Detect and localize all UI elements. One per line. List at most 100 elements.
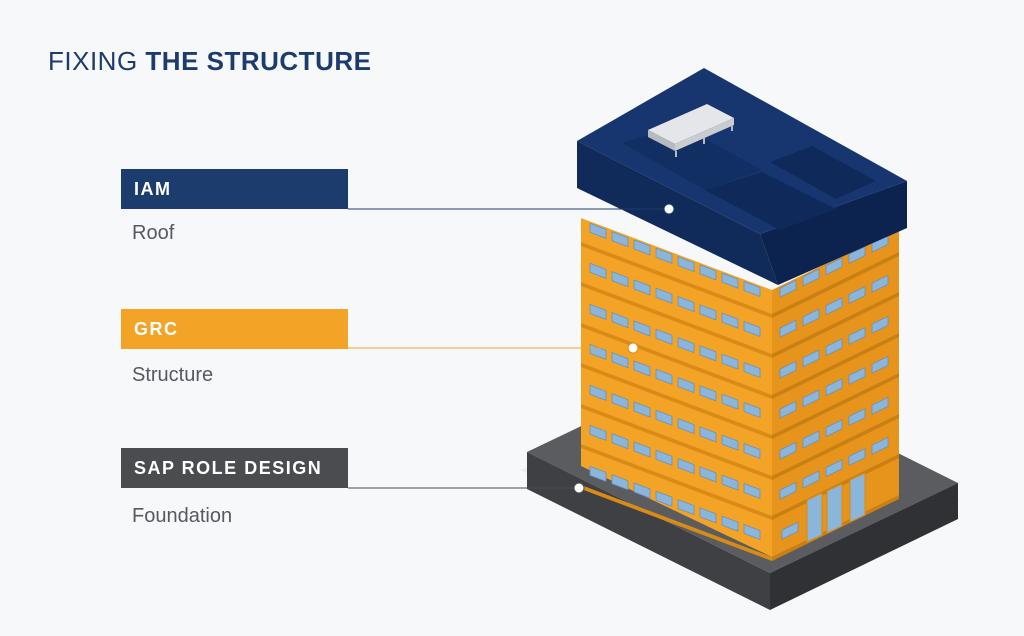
foundation-right-face xyxy=(770,483,958,610)
roof-left-face xyxy=(577,141,778,285)
window xyxy=(781,521,799,540)
floor-band xyxy=(581,323,772,399)
window xyxy=(779,279,797,298)
window xyxy=(779,400,797,419)
grc-marker-dot xyxy=(627,342,639,354)
floor-band xyxy=(581,242,772,318)
title-light: FIXING xyxy=(48,46,146,76)
window xyxy=(779,319,797,338)
window xyxy=(699,264,717,281)
window xyxy=(611,231,629,248)
roof-right-face xyxy=(760,181,907,285)
window xyxy=(721,393,739,410)
sap-role-design-sublabel: Foundation xyxy=(132,505,233,527)
floor-band xyxy=(581,404,772,480)
window xyxy=(611,393,629,410)
window xyxy=(743,442,761,460)
window xyxy=(677,417,695,435)
window xyxy=(743,482,761,500)
window xyxy=(871,315,889,334)
window xyxy=(677,498,695,516)
window xyxy=(721,272,739,289)
window xyxy=(699,507,717,524)
window xyxy=(848,447,866,467)
window xyxy=(802,470,820,489)
floor-band xyxy=(772,252,899,318)
window xyxy=(779,481,797,500)
window xyxy=(825,338,843,357)
window xyxy=(848,285,866,305)
window xyxy=(655,247,673,264)
iam-label-bar: IAM xyxy=(121,169,348,209)
roof-panel xyxy=(770,146,876,199)
window xyxy=(825,459,843,478)
window xyxy=(589,465,607,483)
window xyxy=(655,409,673,426)
window xyxy=(699,385,717,402)
window xyxy=(721,312,739,329)
window xyxy=(589,424,607,442)
window xyxy=(802,268,820,287)
entrance-doors xyxy=(806,472,866,543)
floor-band xyxy=(772,373,899,439)
title-bold: THE STRUCTURE xyxy=(145,46,372,76)
window xyxy=(802,430,820,449)
window xyxy=(677,336,695,354)
window xyxy=(871,355,889,374)
window xyxy=(848,245,866,265)
window xyxy=(848,366,866,386)
rooftop-unit xyxy=(648,104,734,157)
window xyxy=(655,368,673,385)
window xyxy=(871,396,889,415)
window xyxy=(633,360,651,377)
window xyxy=(611,352,629,369)
window xyxy=(743,320,761,338)
roof-panel xyxy=(705,172,836,230)
sap-marker-dot xyxy=(573,482,585,494)
window xyxy=(825,419,843,438)
grc-sublabel: Structure xyxy=(132,364,214,386)
window xyxy=(848,407,866,427)
window xyxy=(721,353,739,370)
floor-bands xyxy=(581,242,899,561)
iam-sublabel: Roof xyxy=(132,222,175,244)
window xyxy=(633,279,651,296)
window xyxy=(743,280,761,298)
window xyxy=(721,434,739,451)
window xyxy=(633,482,651,499)
window xyxy=(825,257,843,276)
page-title: FIXING THE STRUCTURE xyxy=(48,46,371,77)
window xyxy=(871,274,889,293)
window xyxy=(589,384,607,402)
window xyxy=(779,441,797,460)
window xyxy=(677,255,695,273)
sap-role-design-label-bar: SAP ROLE DESIGN xyxy=(121,448,348,488)
floor-band xyxy=(581,282,772,358)
window xyxy=(611,312,629,329)
floor-band xyxy=(772,292,899,358)
window xyxy=(699,466,717,483)
roof xyxy=(577,68,907,285)
window xyxy=(779,360,797,379)
window xyxy=(677,295,695,313)
window xyxy=(825,297,843,316)
window xyxy=(743,523,761,541)
window xyxy=(589,222,607,240)
window xyxy=(825,378,843,397)
floor-band xyxy=(581,444,772,520)
window xyxy=(677,376,695,394)
window xyxy=(589,262,607,280)
building-body xyxy=(581,218,899,561)
window xyxy=(611,271,629,288)
window xyxy=(802,349,820,368)
window xyxy=(655,490,673,507)
iam-marker-dot xyxy=(663,203,675,215)
windows-right xyxy=(779,234,889,540)
window xyxy=(848,326,866,346)
floor-band xyxy=(581,363,772,439)
window xyxy=(633,320,651,337)
window xyxy=(655,287,673,304)
window xyxy=(721,515,739,532)
window xyxy=(655,449,673,466)
